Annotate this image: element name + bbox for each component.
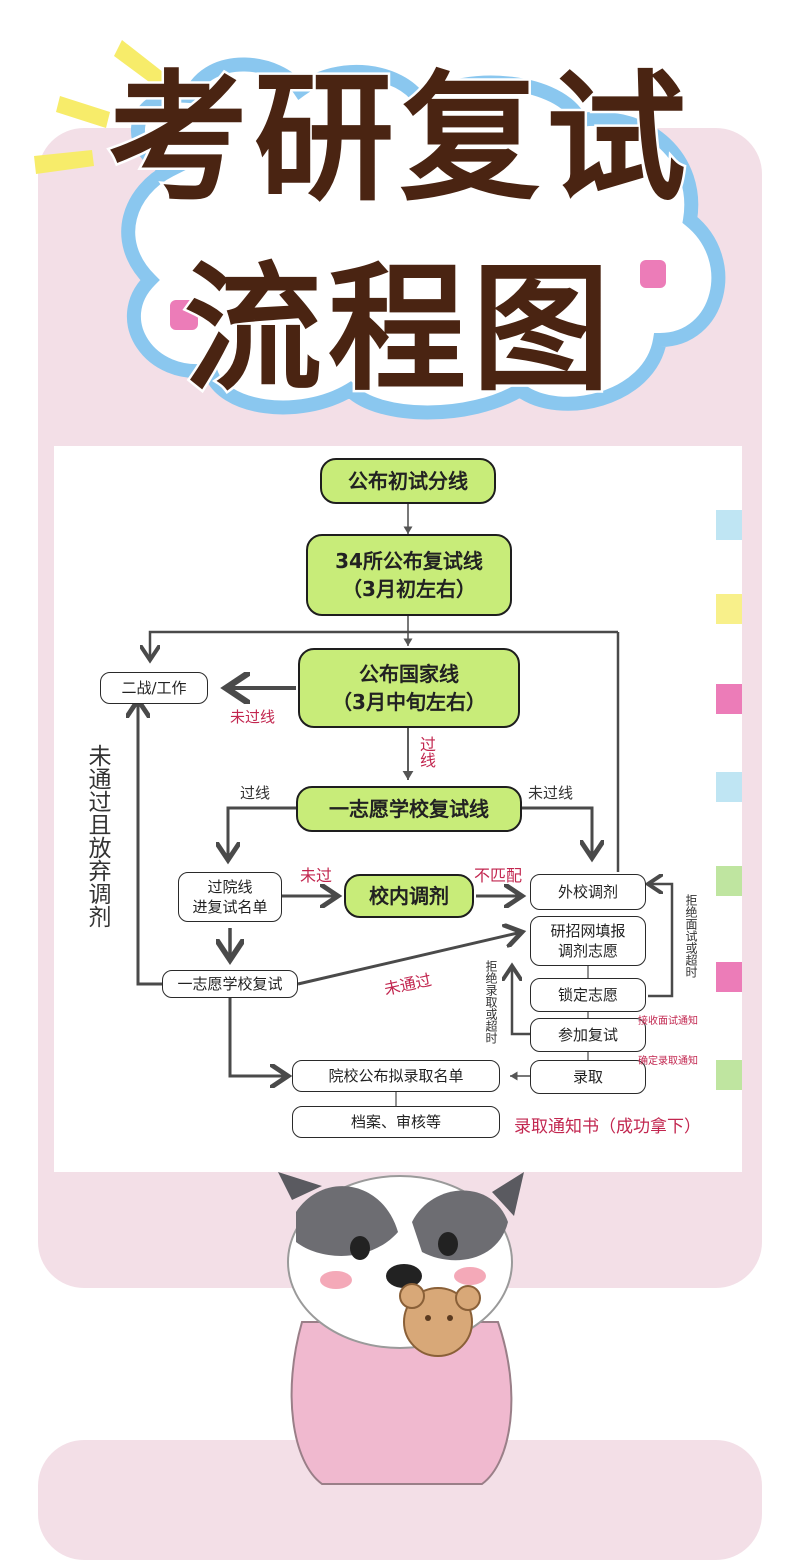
node-fill-adjustment-sub: 调剂志愿: [557, 942, 618, 960]
node-34-schools-line: 34所公布复试线 （3月初左右）: [306, 534, 512, 616]
node-pass-school-line-text: 过院线: [207, 878, 253, 896]
label-offer-letter: 录取通知书（成功拿下）: [514, 1117, 701, 1137]
tab-pink-marker-2: [716, 962, 742, 992]
node-admission: 录取: [530, 1060, 646, 1094]
label-not-pass: 未过: [300, 866, 333, 885]
tab-yellow-marker: [716, 594, 742, 624]
cloud-shape: [121, 57, 726, 420]
label-reject-interview: 拒绝面试或超时: [684, 894, 698, 978]
node-first-choice-line: 一志愿学校复试线: [296, 786, 522, 832]
node-fill-adjustment-text: 研招网填报: [550, 922, 626, 940]
node-fill-adjustment: 研招网填报 调剂志愿: [530, 916, 646, 966]
sparkle-icon: [34, 40, 168, 174]
label-fail-abandon: 未通过且放弃调剂: [84, 744, 110, 928]
label-fail-right: 未过线: [528, 784, 574, 802]
tab-blue-marker: [716, 510, 742, 540]
pink-dot-icon: [170, 260, 666, 330]
node-national-line-date: （3月中旬左右）: [332, 690, 486, 714]
tab-pink-marker: [716, 684, 742, 714]
node-lock-choice: 锁定志愿: [530, 978, 646, 1012]
tab-green-marker: [716, 866, 742, 896]
tab-blue-marker-2: [716, 772, 742, 802]
node-internal-adjustment: 校内调剂: [344, 874, 474, 918]
label-reject-admit: 拒绝录取或超时: [484, 960, 498, 1044]
label-pass-left: 过线: [240, 784, 271, 802]
node-publish-initial-score: 公布初试分线: [320, 458, 496, 504]
tab-green-marker-2: [716, 1060, 742, 1090]
node-34-schools-line-date: （3月初左右）: [342, 577, 476, 601]
node-national-line: 公布国家线 （3月中旬左右）: [298, 648, 520, 728]
node-pass-school-line-sub: 进复试名单: [192, 898, 268, 916]
node-attend-interview: 参加复试: [530, 1018, 646, 1052]
node-admission-list: 院校公布拟录取名单: [292, 1060, 500, 1092]
node-first-choice-interview: 一志愿学校复试: [162, 970, 298, 998]
title-decoration: [34, 40, 726, 420]
node-34-schools-line-text: 34所公布复试线: [335, 549, 483, 573]
dog-illustration: [278, 1172, 524, 1485]
node-retry-or-work: 二战/工作: [100, 672, 208, 704]
node-archive-review: 档案、审核等: [292, 1106, 500, 1138]
label-receive-interview: 接收面试通知: [638, 1016, 698, 1027]
node-external-adjustment: 外校调剂: [530, 874, 646, 910]
page-title-line1: 考研复试: [105, 57, 692, 222]
node-pass-school-line: 过院线 进复试名单: [178, 872, 282, 922]
page-title-line2: 流程图: [181, 247, 616, 412]
dog-body: [278, 1172, 524, 1485]
node-national-line-text: 公布国家线: [359, 662, 459, 686]
label-confirm-admit: 确定录取通知: [638, 1056, 698, 1067]
label-no-match: 不匹配: [474, 866, 523, 885]
label-pass-national: 过线: [417, 736, 436, 768]
label-fail-national: 未过线: [230, 708, 276, 726]
teddy-bear-icon: [399, 1283, 481, 1357]
